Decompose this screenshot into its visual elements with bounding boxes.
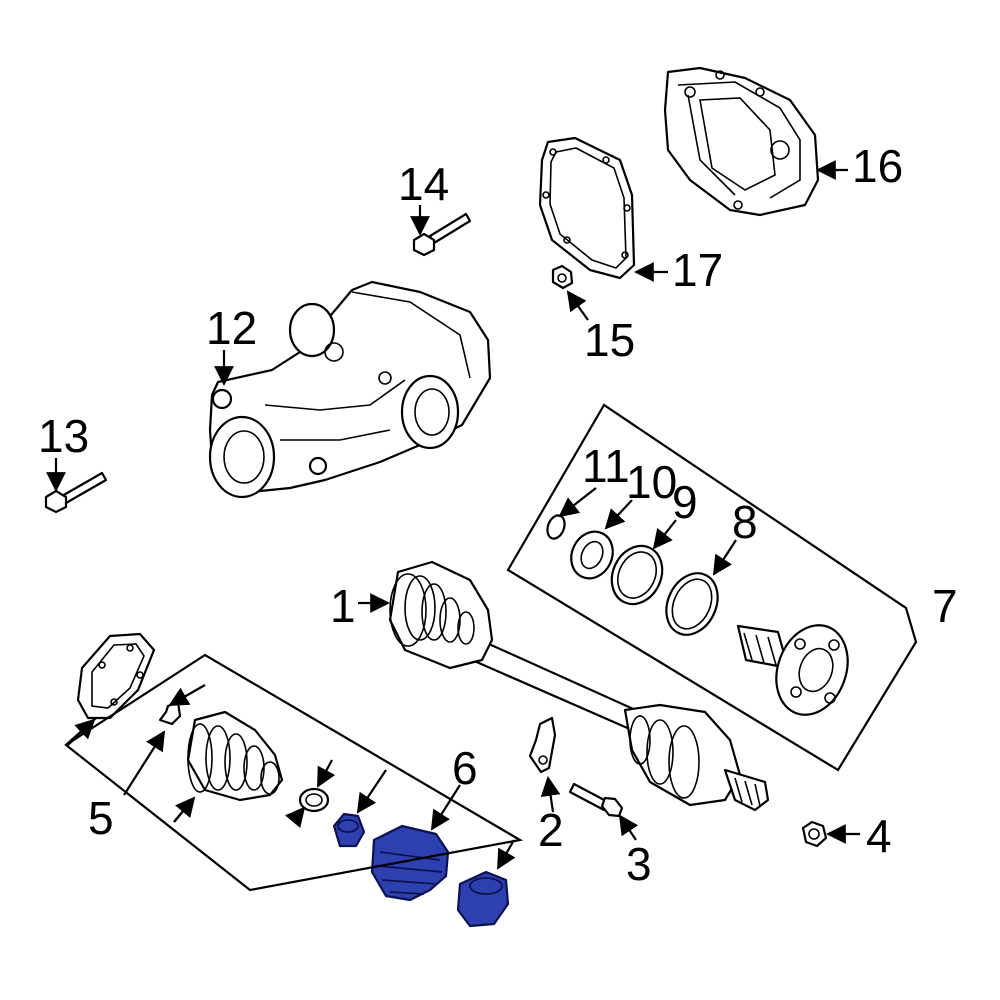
differential-housing[interactable]: [208, 280, 492, 499]
callout-2: 2: [538, 804, 564, 856]
axle-nut[interactable]: [801, 820, 828, 848]
callout-11: 11: [582, 440, 630, 492]
cv-boot-kit-highlighted[interactable]: [332, 812, 510, 928]
output-flange[interactable]: [736, 615, 860, 725]
axle-seal[interactable]: [564, 525, 621, 585]
axle-bolt[interactable]: [568, 782, 624, 818]
callout-15: 15: [584, 314, 635, 366]
cv-joint-boot-outer[interactable]: [186, 710, 284, 802]
callout-1: 1: [330, 580, 356, 632]
callout-13: 13: [38, 410, 89, 462]
cover-gasket[interactable]: [538, 136, 636, 280]
callout-6: 6: [452, 742, 478, 794]
callout-14: 14: [398, 158, 449, 210]
callout-5: 5: [88, 792, 114, 844]
circlip[interactable]: [158, 700, 182, 726]
callout-16: 16: [852, 140, 903, 192]
callout-9: 9: [672, 476, 698, 528]
callout-10: 10: [626, 456, 677, 508]
callout-8: 8: [732, 496, 758, 548]
cover-nut[interactable]: [551, 264, 574, 290]
callout-4: 4: [866, 810, 892, 862]
mounting-bolt-lower[interactable]: [44, 471, 108, 514]
boot-clamp-small[interactable]: [298, 787, 330, 813]
leader-lines: [46, 160, 860, 870]
mounting-bolt-upper[interactable]: [412, 212, 472, 257]
bracket[interactable]: [528, 716, 557, 774]
callout-7: 7: [932, 580, 958, 632]
thrust-ring[interactable]: [603, 538, 672, 613]
differential-cover[interactable]: [663, 66, 820, 217]
callout-17: 17: [672, 244, 723, 296]
drive-axle-shaft[interactable]: [388, 560, 770, 812]
callout-12: 12: [206, 302, 257, 354]
callout-3: 3: [626, 838, 652, 890]
snap-ring[interactable]: [544, 513, 567, 541]
spacer-ring[interactable]: [657, 565, 728, 643]
flange-gasket[interactable]: [76, 632, 156, 720]
kit-7-outline: [506, 403, 918, 772]
